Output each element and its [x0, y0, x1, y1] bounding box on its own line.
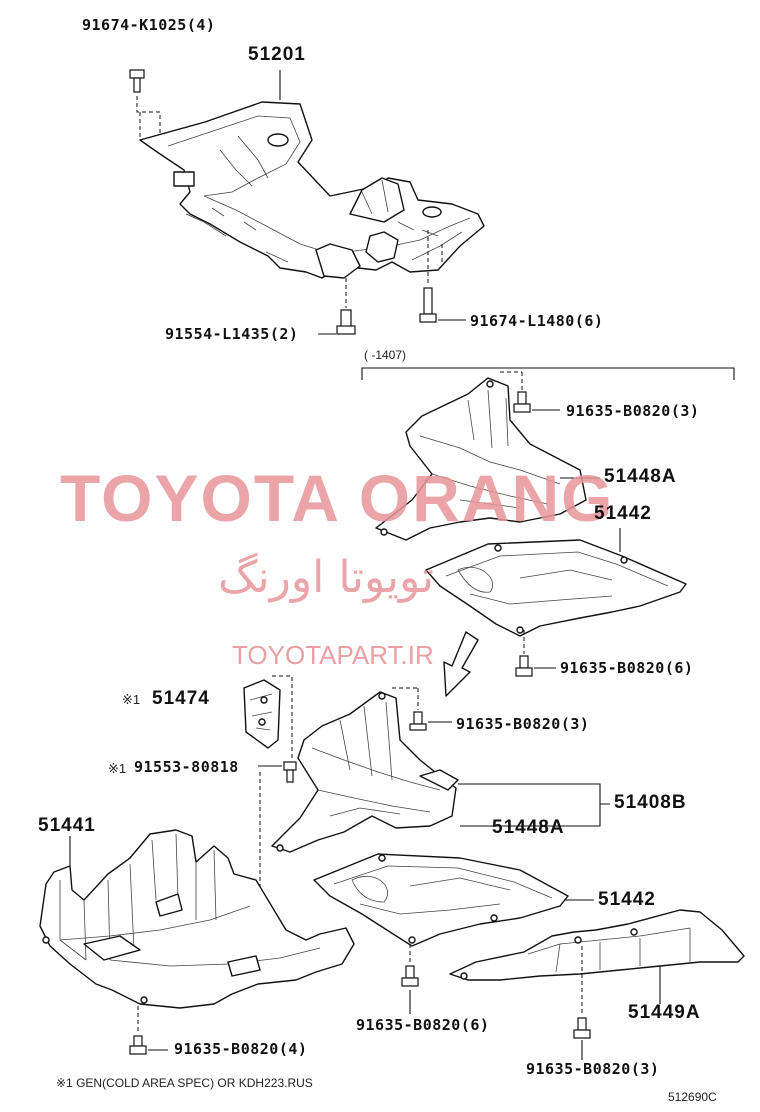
- label-date-range: ( -1407): [364, 348, 407, 362]
- cover-51448a-lower: [271, 691, 459, 853]
- bolt-b0820-b-icon: [515, 630, 556, 677]
- diagram-code: 512690C: [668, 1090, 717, 1104]
- bolt-b0820-c-icon: [392, 687, 452, 731]
- cover-51442-lower: [313, 853, 569, 947]
- cover-51442-upper: [425, 539, 687, 637]
- label-bolt-b0820-e[interactable]: 91635-B0820(4): [174, 1040, 308, 1058]
- label-crossmember[interactable]: 51201: [248, 44, 306, 65]
- label-bolt-80818[interactable]: 91553-80818: [134, 758, 239, 776]
- crossmember-51201: [139, 101, 485, 279]
- label-bolt-b0820-a[interactable]: 91635-B0820(3): [566, 402, 700, 420]
- label-bolt-b0820-c[interactable]: 91635-B0820(3): [456, 715, 590, 733]
- date-range-bracket: [361, 367, 735, 380]
- bolt-k1025-icon: [129, 69, 161, 138]
- cover-51441: [39, 829, 355, 1009]
- label-bolt-k1025[interactable]: 91674-K1025(4): [82, 16, 216, 34]
- label-bolt-b0820-b[interactable]: 91635-B0820(6): [560, 659, 694, 677]
- leader-51408b: [458, 783, 610, 827]
- label-bolt-l1480[interactable]: 91674-L1480(6): [470, 312, 604, 330]
- label-bolt-b0820-d[interactable]: 91635-B0820(6): [356, 1016, 490, 1034]
- footnote: ※1 GEN(COLD AREA SPEC) OR KDH223.RUS: [56, 1076, 313, 1090]
- cover-51448a-upper: [375, 377, 587, 541]
- cover-51449a: [449, 909, 745, 981]
- watermark-persian: تویوتا اورنگ: [218, 552, 434, 603]
- label-cover-51448a-upper[interactable]: 51448A: [604, 466, 677, 487]
- direction-arrow-icon: [443, 631, 479, 697]
- bolt-b0820-f-icon: [573, 946, 591, 1060]
- label-cover-51442-lower[interactable]: 51442: [598, 889, 656, 910]
- label-cover-51448a-lower[interactable]: 51448A: [492, 817, 565, 838]
- label-bolt-b0820-f[interactable]: 91635-B0820(3): [526, 1060, 660, 1078]
- bolt-l1480-icon: [419, 230, 466, 323]
- label-note-mark-80818: ※1: [108, 761, 127, 776]
- bolt-b0820-d-icon: [401, 944, 419, 1014]
- label-bolt-l1435[interactable]: 91554-L1435(2): [165, 325, 299, 343]
- bolt-b0820-e-icon: [129, 1006, 168, 1055]
- label-set-51408b[interactable]: 51408B: [614, 792, 687, 813]
- label-note-mark-51474: ※1: [122, 692, 141, 707]
- label-cover-51441[interactable]: 51441: [38, 815, 96, 836]
- bolt-l1435-icon: [318, 278, 356, 335]
- watermark-site: TOYOTAPART.IR: [232, 640, 434, 670]
- watermark-brand: TOYOTA ORANG: [60, 461, 615, 535]
- bolt-b0820-a-icon: [500, 371, 560, 413]
- bracket-51474: [243, 675, 293, 760]
- label-bracket-51474[interactable]: 51474: [152, 688, 210, 709]
- label-cover-51442-upper[interactable]: 51442: [594, 503, 652, 524]
- label-cover-51449a[interactable]: 51449A: [628, 1002, 701, 1023]
